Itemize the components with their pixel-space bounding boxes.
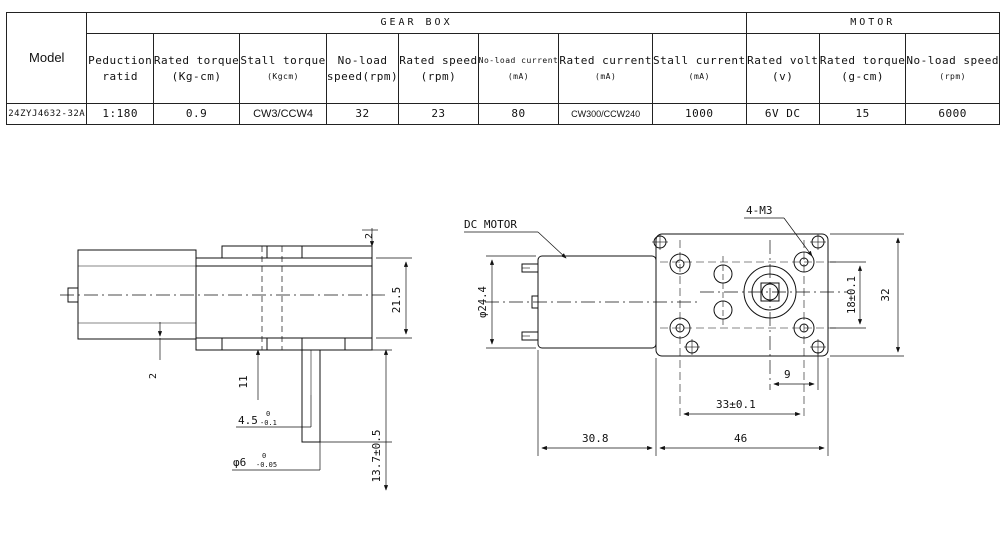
cell-rated-speed: 23 (398, 103, 479, 125)
dim-46: 46 (734, 432, 747, 445)
front-gearbox-plate (655, 233, 829, 357)
col-header-rated-speed: Rated speed(rpm) (398, 33, 479, 104)
dim-length-13-7: 13.7±0.5 (370, 430, 383, 483)
col-header-stall-current: Stall current(mA) (651, 33, 747, 104)
cell-model: 24ZYJ4632-32A (5, 103, 88, 125)
side-motor-body (77, 249, 197, 340)
col-header-rated-current: Rated current(mA) (558, 33, 653, 104)
cell-stall-torque: CW3/CCW4 (239, 103, 327, 125)
dim-top-2: 2 (364, 233, 375, 239)
col-header-motor-rated-torque: Rated torque(g-cm) (818, 33, 907, 104)
cell-reduction-ratio: 1:180 (86, 103, 154, 125)
cell-no-load-current: 80 (477, 103, 560, 125)
dim-flat-4-5: 4.5 (238, 414, 258, 427)
tol-zero-dia: 0 (262, 452, 266, 460)
side-gearbox (195, 257, 373, 339)
side-view (60, 228, 412, 491)
cell-motor-no-load-speed: 6000 (905, 103, 1000, 125)
cell-rated-current: CW300/CCW240 (558, 103, 653, 125)
cell-motor-rated-torque: 15 (818, 103, 907, 125)
dim-9: 9 (784, 368, 791, 381)
side-gear-bottom-plate (195, 337, 373, 351)
dc-motor-label: DC MOTOR (464, 218, 517, 231)
dim-32: 32 (879, 288, 892, 301)
dim-30-8: 30.8 (582, 432, 609, 445)
front-view (464, 217, 904, 456)
dim-shaft-11: 11 (237, 375, 250, 388)
dim-height-21-5: 21.5 (390, 287, 403, 314)
cell-no-load-speed: 32 (325, 103, 400, 125)
cell-stall-current: 1000 (651, 103, 747, 125)
dim-33: 33±0.1 (716, 398, 756, 411)
model-header: Model (5, 12, 88, 104)
dim-18: 18±0.1 (846, 276, 858, 314)
tol-flat-4-5: -0.1 (260, 419, 277, 427)
holes-label: 4-M3 (746, 204, 773, 217)
dim-shaft-dia: φ6 (233, 456, 246, 469)
side-gear-top-plate (221, 245, 373, 259)
cell-gear-rated-torque: 0.9 (152, 103, 241, 125)
dim-bottom-2: 2 (148, 373, 159, 379)
col-header-gear-rated-torque: Rated torque(Kg-cm) (152, 33, 241, 104)
tol-zero-4-5: 0 (266, 410, 270, 418)
cell-rated-volt: 6V DC (745, 103, 820, 125)
dim-motor-diameter: φ24.4 (477, 286, 489, 318)
tol-shaft-dia: -0.05 (256, 461, 277, 469)
